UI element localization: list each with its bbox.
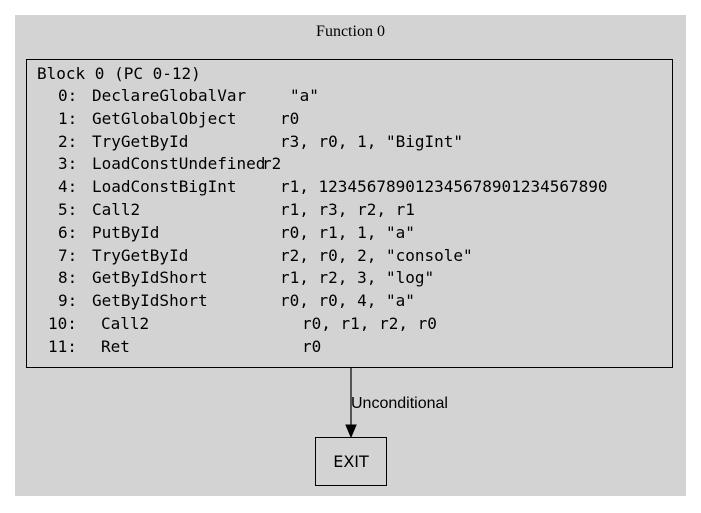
instruction-index: 11: <box>48 336 77 356</box>
instruction-opcode: GetByIdShort <box>92 291 208 311</box>
exit-label: EXIT <box>333 452 369 471</box>
instruction-index: 9: <box>58 291 78 311</box>
edge-label: Unconditional <box>351 395 448 412</box>
instruction-index: 7: <box>58 245 78 265</box>
instruction-opcode: PutById <box>92 222 160 242</box>
instruction-opcode: Call2 <box>92 200 141 219</box>
instruction-index: 4: <box>58 177 78 197</box>
instruction-index: 1: <box>58 108 78 128</box>
instruction-opcode: LoadConstBigInt <box>92 177 237 197</box>
instruction-args: r0, r0, 4, "a" <box>280 291 415 311</box>
instruction-opcode: Ret <box>101 336 130 356</box>
instruction-args: r0 <box>302 336 322 356</box>
instruction-args: r0, r1, 1, "a" <box>280 222 415 242</box>
instruction-index: 2: <box>58 131 78 151</box>
instruction-opcode: GetByIdShort <box>92 268 208 288</box>
instruction-opcode: GetGlobalObject <box>92 108 237 128</box>
instruction-index: 3: <box>58 154 78 174</box>
instruction-opcode: LoadConstUndefined <box>92 154 266 174</box>
block-header: Block 0 (PC 0-12) <box>37 64 201 83</box>
instruction-args: r1, 123456789012345678901234567890 <box>280 177 608 197</box>
instruction-index: 8: <box>58 268 78 288</box>
exit-node[interactable]: EXIT <box>315 437 387 486</box>
instruction-opcode: TryGetById <box>92 245 189 265</box>
instruction-args: r1, r3, r2, r1 <box>280 200 415 219</box>
function-title: Function 0 <box>316 23 385 40</box>
instruction-opcode: Call2 <box>101 314 150 333</box>
instruction-args: r2 <box>262 154 282 174</box>
instruction-index: 10: <box>48 314 77 333</box>
instruction-args: r2, r0, 2, "console" <box>280 245 473 265</box>
instruction-args: "a" <box>290 86 319 105</box>
instruction-index: 6: <box>58 222 78 242</box>
basic-block-0[interactable] <box>26 59 673 368</box>
instruction-args: r3, r0, 1, "BigInt" <box>280 131 464 151</box>
instruction-args: r0, r1, r2, r0 <box>302 314 437 333</box>
instruction-opcode: TryGetById <box>92 131 189 151</box>
instruction-index: 0: <box>58 86 78 105</box>
instruction-args: r0 <box>280 108 300 128</box>
instruction-args: r1, r2, 3, "log" <box>280 268 435 288</box>
instruction-opcode: DeclareGlobalVar <box>92 86 247 105</box>
instruction-index: 5: <box>58 200 78 219</box>
edge-arrowhead <box>345 424 357 439</box>
